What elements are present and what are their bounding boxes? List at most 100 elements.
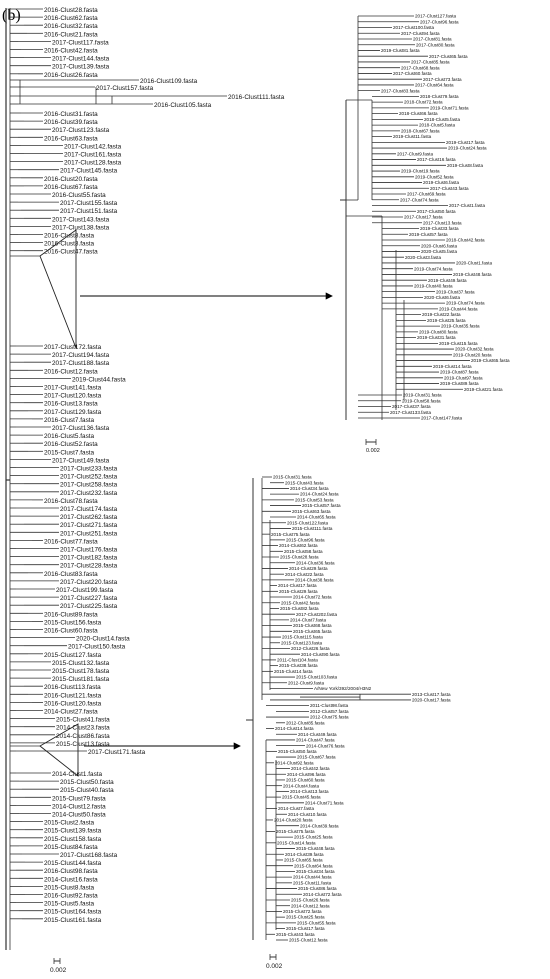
leaf-label: 2017-Clust13.fasta <box>423 220 462 225</box>
leaf-label: 2017-Clust17.fasta <box>404 215 443 220</box>
leaf-label: 2016-Clust20.fasta <box>44 176 98 183</box>
leaf-label: 2017-Clust168.fasta <box>60 852 118 859</box>
right-top-tree: 2017-Clust127.fasta2017-Clust96.fasta201… <box>340 14 510 454</box>
leaf-label: 2015-Clust55.fasta <box>297 920 336 925</box>
leaf-label: 2014-Clust12.fasta <box>291 903 330 908</box>
leaf-label: 2016-Clust3.fasta <box>44 241 95 248</box>
leaf-label: 2015-Clust58.fasta <box>284 549 323 554</box>
leaf-label: 2017-Clust194.fasta <box>52 352 110 359</box>
leaf-label: 2016-Clust109.fasta <box>140 78 198 85</box>
leaf-label: 2016-Clust60.fasta <box>44 628 98 635</box>
leaf-label: 2020-Clust32.fasta <box>455 347 494 352</box>
leaf-label: 2015-Clust14.fasta <box>274 669 313 674</box>
leaf-label: 2016-Clust32.fasta <box>44 23 98 30</box>
leaf-label: 2016-Clust120.fasta <box>44 700 102 707</box>
leaf-label: 2015-Clust48.fasta <box>296 846 335 851</box>
highlighted-leaf-label: 2012-Clust57.fasta <box>310 709 349 714</box>
leaf-label: 2019-Clust35.fasta <box>441 324 480 329</box>
leaf-label: 2020-Clust17.fasta <box>412 698 451 703</box>
leaf-label: 2014-Clust96.fasta <box>287 772 326 777</box>
leaf-label: 2017-Clust232.fasta <box>60 490 118 497</box>
leaf-label: 2018-Clust72.fasta <box>404 100 443 105</box>
leaf-label: 2016-Clust5.fasta <box>44 433 95 440</box>
leaf-label: 2018-Clust66.fasta <box>399 111 438 116</box>
leaf-label: 2017-Clust138.fasta <box>52 224 110 231</box>
leaf-label: 2017-Clust16.fasta <box>417 157 456 162</box>
leaf-label: 2017-Clust271.fasta <box>60 522 118 529</box>
leaf-label: 2016-Clust121.fasta <box>44 692 102 699</box>
leaf-label: 2017-Clust176.fasta <box>60 547 118 554</box>
leaf-label: 2017-Clust258.fasta <box>60 482 118 489</box>
leaf-label: 2017-Clust227.fasta <box>60 595 118 602</box>
leaf-label: 2019-Clust49.fasta <box>428 278 467 283</box>
leaf-label: 2016-Clust7.fasta <box>44 417 95 424</box>
leaf-label: 2014-Clust13.fasta <box>290 789 329 794</box>
leaf-label: 2015-Clust103.fasta <box>296 675 338 680</box>
leaf-label: 2015-Clust75.fasta <box>271 532 310 537</box>
leaf-label: 2019-Clust14.fasta <box>433 364 472 369</box>
leaf-label: 2016-Clust77.fasta <box>44 538 98 545</box>
leaf-label: 2019-Clust15.fasta <box>439 341 478 346</box>
leaf-label: 2015-Clust43.fasta <box>285 480 324 485</box>
leaf-label: 2012-Clust26.fasta <box>291 646 330 651</box>
leaf-label: 2018-Clust79.fasta <box>420 94 459 99</box>
collapsed-clade-triangle <box>39 723 79 777</box>
leaf-label: 2015-Clust82.fasta <box>280 606 319 611</box>
leaf-label: 2017-Clust145.fasta <box>60 168 118 175</box>
leaf-label: 2016-Clust21.fasta <box>44 31 98 38</box>
leaf-label: 2014-Clust42.fasta <box>291 766 330 771</box>
leaf-label: 2017-Clust143.fasta <box>52 216 110 223</box>
leaf-label: 2019-Clust31.fasta <box>417 335 456 340</box>
leaf-label: 2014-Clust27.fasta <box>44 709 98 716</box>
leaf-label: 2017-Clust202.fasta <box>296 612 338 617</box>
leaf-label: 2015-Clust75.fasta <box>276 829 315 834</box>
leaf-label: 2017-Clust83.fasta <box>381 88 420 93</box>
leaf-label: 2015-Clust139.fasta <box>44 828 102 835</box>
leaf-label: 2015-Clust132.fasta <box>52 660 110 667</box>
leaf-label: 2014-Clust1.fasta <box>52 771 103 778</box>
leaf-label: 2017-Clust157.fasta <box>96 85 154 92</box>
leaf-label: 2015-Clust26.fasta <box>291 898 330 903</box>
leaf-label: 2019-Clust81.fasta <box>381 48 420 53</box>
leaf-label: 2015-Clust65.fasta <box>284 858 323 863</box>
leaf-label: 2019-Clust52.fasta <box>415 174 454 179</box>
leaf-label: 2014-Clust72.fasta <box>293 595 332 600</box>
leaf-label: 2016-Clust8.fasta <box>44 233 95 240</box>
leaf-label: 2015-Clust29.fasta <box>279 589 318 594</box>
leaf-label: 2016-Clust92.fasta <box>44 893 98 900</box>
leaf-label: 2017-Clust9.fasta <box>397 151 433 156</box>
leaf-label: 2014-Clust23.fasta <box>56 725 110 732</box>
leaf-label: 2019-Clust11.fasta <box>393 134 432 139</box>
leaf-label: 2019-Clust6.fasta <box>423 180 459 185</box>
leaf-label: 2016-Clust78.fasta <box>44 498 98 505</box>
leaf-label: 2016-Clust111.fasta <box>228 94 285 101</box>
leaf-label: 2016-Clust62.fasta <box>44 15 98 22</box>
leaf-label: 2014-Clust86.fasta <box>56 733 110 740</box>
leaf-label: 2014-Clust49.fasta <box>298 732 337 737</box>
leaf-label: 2015-Clust38.fasta <box>279 663 318 668</box>
leaf-label: 2014-Clust17.fasta <box>278 583 317 588</box>
leaf-label: 2014-Clust72.fasta <box>303 892 342 897</box>
zoom-connectors <box>80 292 333 750</box>
highlighted-leaf-label: 2012-Clust75.fasta <box>310 715 349 720</box>
scale-label: 0.002 <box>366 448 380 454</box>
leaf-label: 2017-Clust262.fasta <box>60 514 118 521</box>
leaf-label: 2020-Clust3.fasta <box>405 255 441 260</box>
leaf-label: 2017-Clust43.fasta <box>430 186 469 191</box>
leaf-label: 2015-Clust122.fasta <box>287 520 329 525</box>
leaf-label: 2017-Clust149.fasta <box>52 457 110 464</box>
leaf-label: 2019-Clust74.fasta <box>414 266 453 271</box>
leaf-label: 2019-Clust87.fasta <box>440 370 479 375</box>
leaf-label: 2017-Clust94.fasta <box>401 31 440 36</box>
leaf-label: 2017-Clust85.fasta <box>411 60 450 65</box>
leaf-label: 2016-Clust12.fasta <box>44 368 98 375</box>
leaf-label: 2019-Clust44.fasta <box>72 376 126 383</box>
leaf-label: 2014-Clust7.fasta <box>290 618 326 623</box>
leaf-label: 2019-Clust25.fasta <box>427 318 466 323</box>
leaf-label: 2012-Clust9.fasta <box>288 680 324 685</box>
leaf-label: 2015-Clust86.fasta <box>298 886 337 891</box>
leaf-label: 2017-Clust174.fasta <box>60 506 118 513</box>
leaf-label: 2016-Clust67.fasta <box>44 184 98 191</box>
leaf-label: 2018-Clust42.fasta <box>446 238 485 243</box>
collapsed-clade-triangle <box>39 229 77 349</box>
